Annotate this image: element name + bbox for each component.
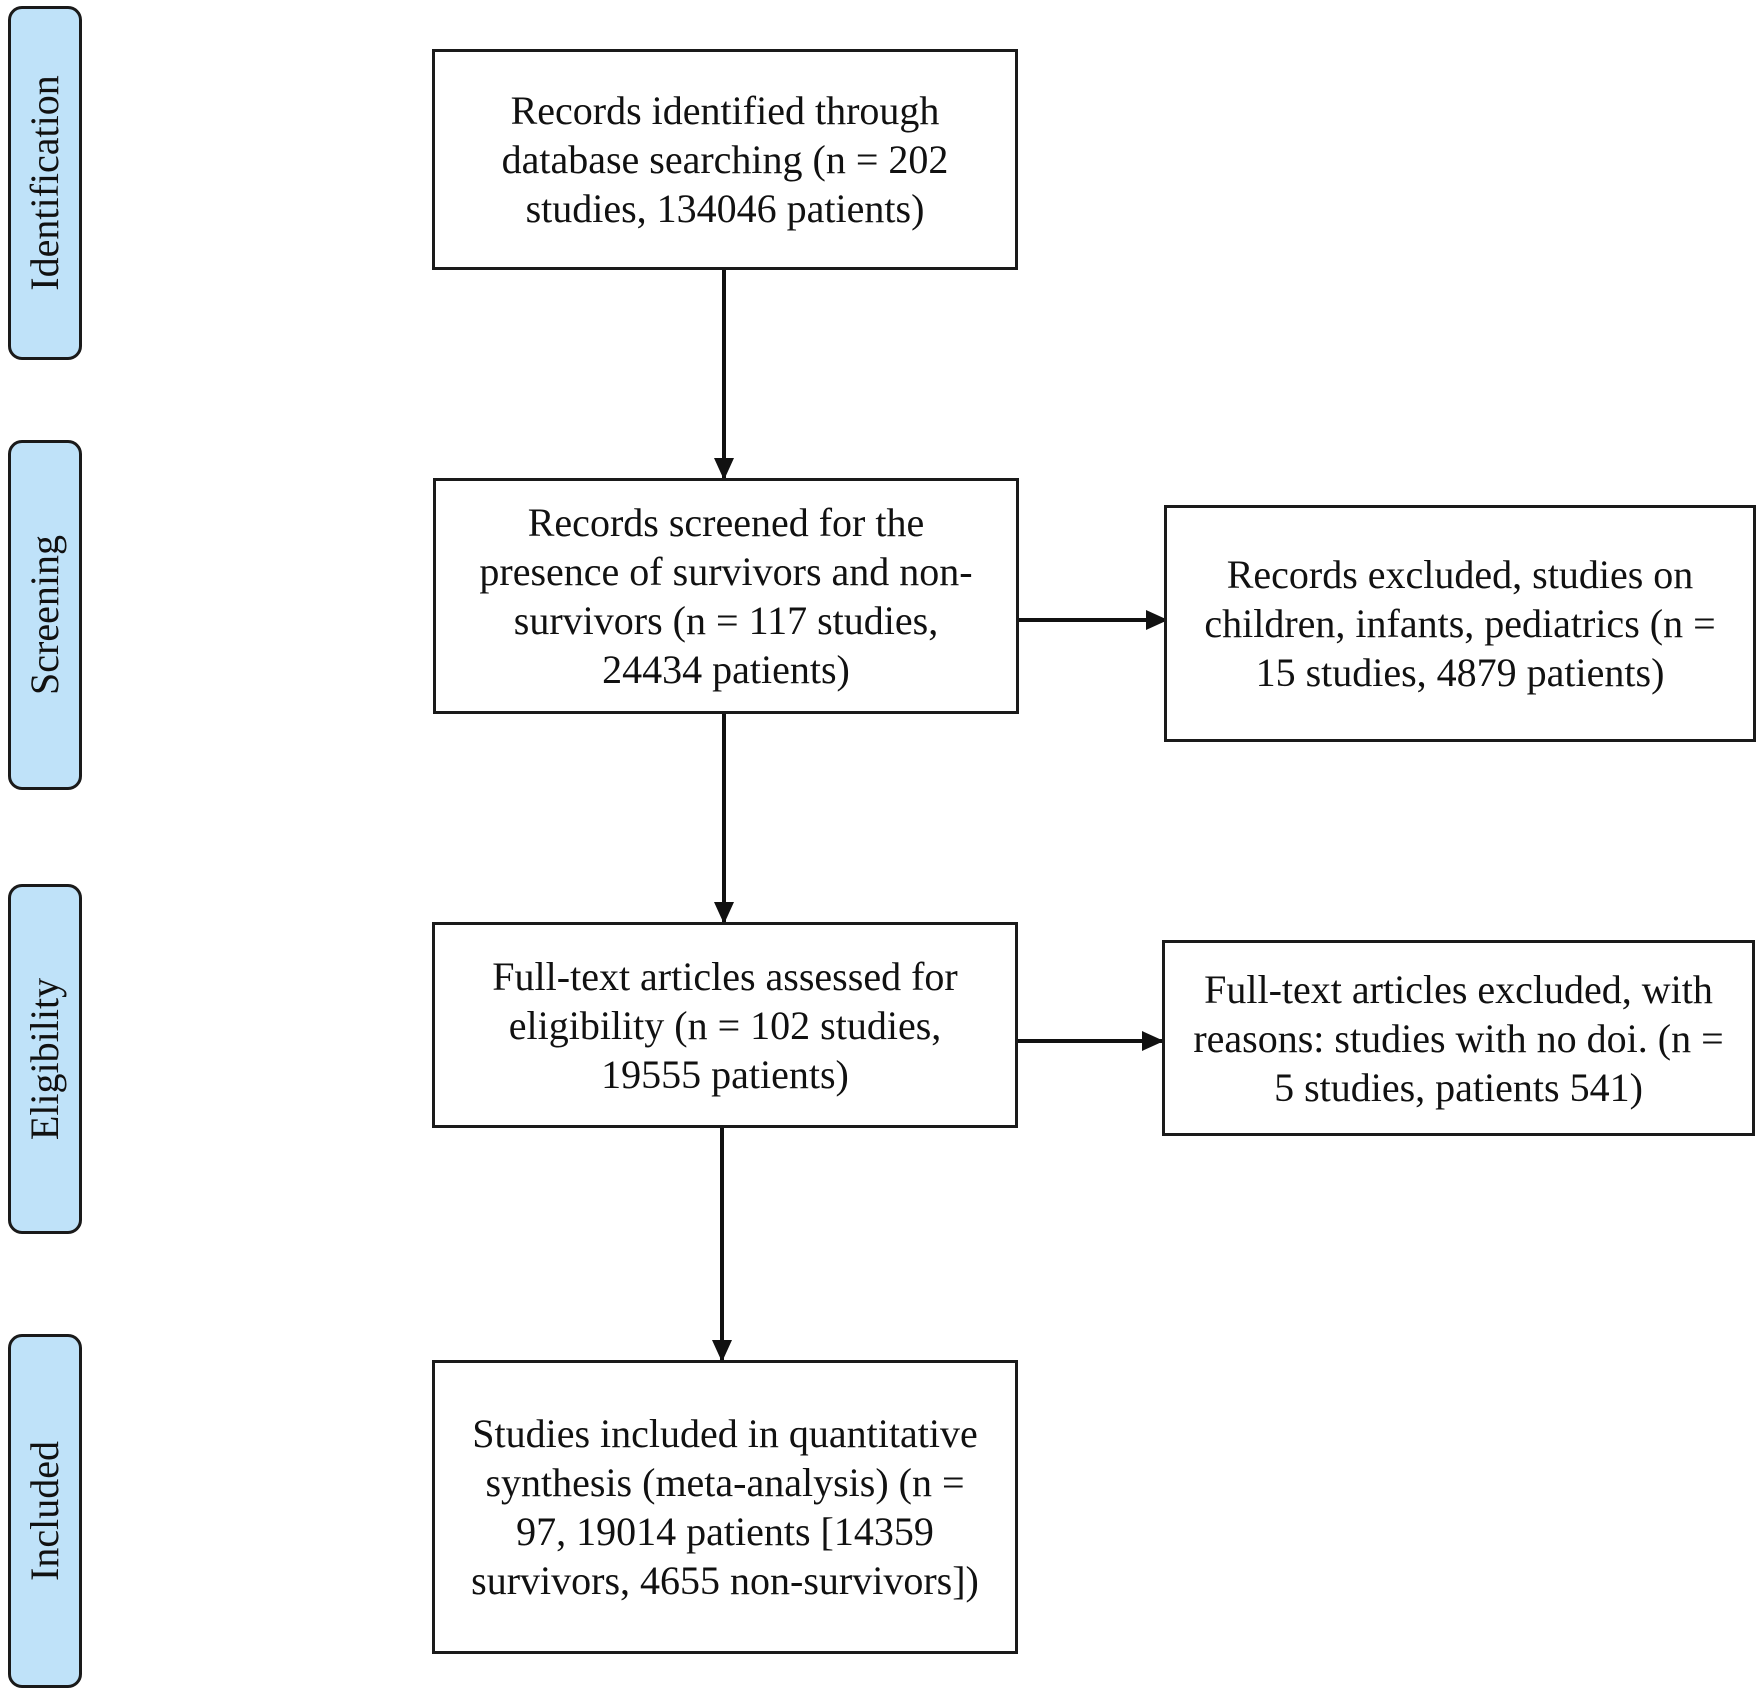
- box-records-identified: Records identified through database sear…: [432, 49, 1018, 270]
- box-fulltext-assessed: Full-text articles assessed for eligibil…: [432, 922, 1018, 1128]
- box-fulltext-assessed-text: Full-text articles assessed for eligibil…: [492, 953, 958, 1097]
- stage-included: Included: [8, 1334, 82, 1688]
- box-records-screened-text: Records screened for the presence of sur…: [479, 500, 973, 692]
- stage-eligibility: Eligibility: [8, 884, 82, 1234]
- box-records-excluded: Records excluded, studies on children, i…: [1164, 505, 1756, 742]
- stage-identification: Identification: [8, 6, 82, 360]
- box-studies-included-text: Studies included in quantitative synthes…: [471, 1411, 979, 1603]
- box-fulltext-excluded-text: Full-text articles excluded, with reason…: [1193, 966, 1724, 1110]
- box-fulltext-excluded: Full-text articles excluded, with reason…: [1162, 940, 1755, 1136]
- stage-screening: Screening: [8, 440, 82, 790]
- box-studies-included: Studies included in quantitative synthes…: [432, 1360, 1018, 1654]
- box-records-screened: Records screened for the presence of sur…: [433, 478, 1019, 714]
- box-records-identified-text: Records identified through database sear…: [501, 88, 949, 231]
- box-records-excluded-text: Records excluded, studies on children, i…: [1204, 552, 1716, 695]
